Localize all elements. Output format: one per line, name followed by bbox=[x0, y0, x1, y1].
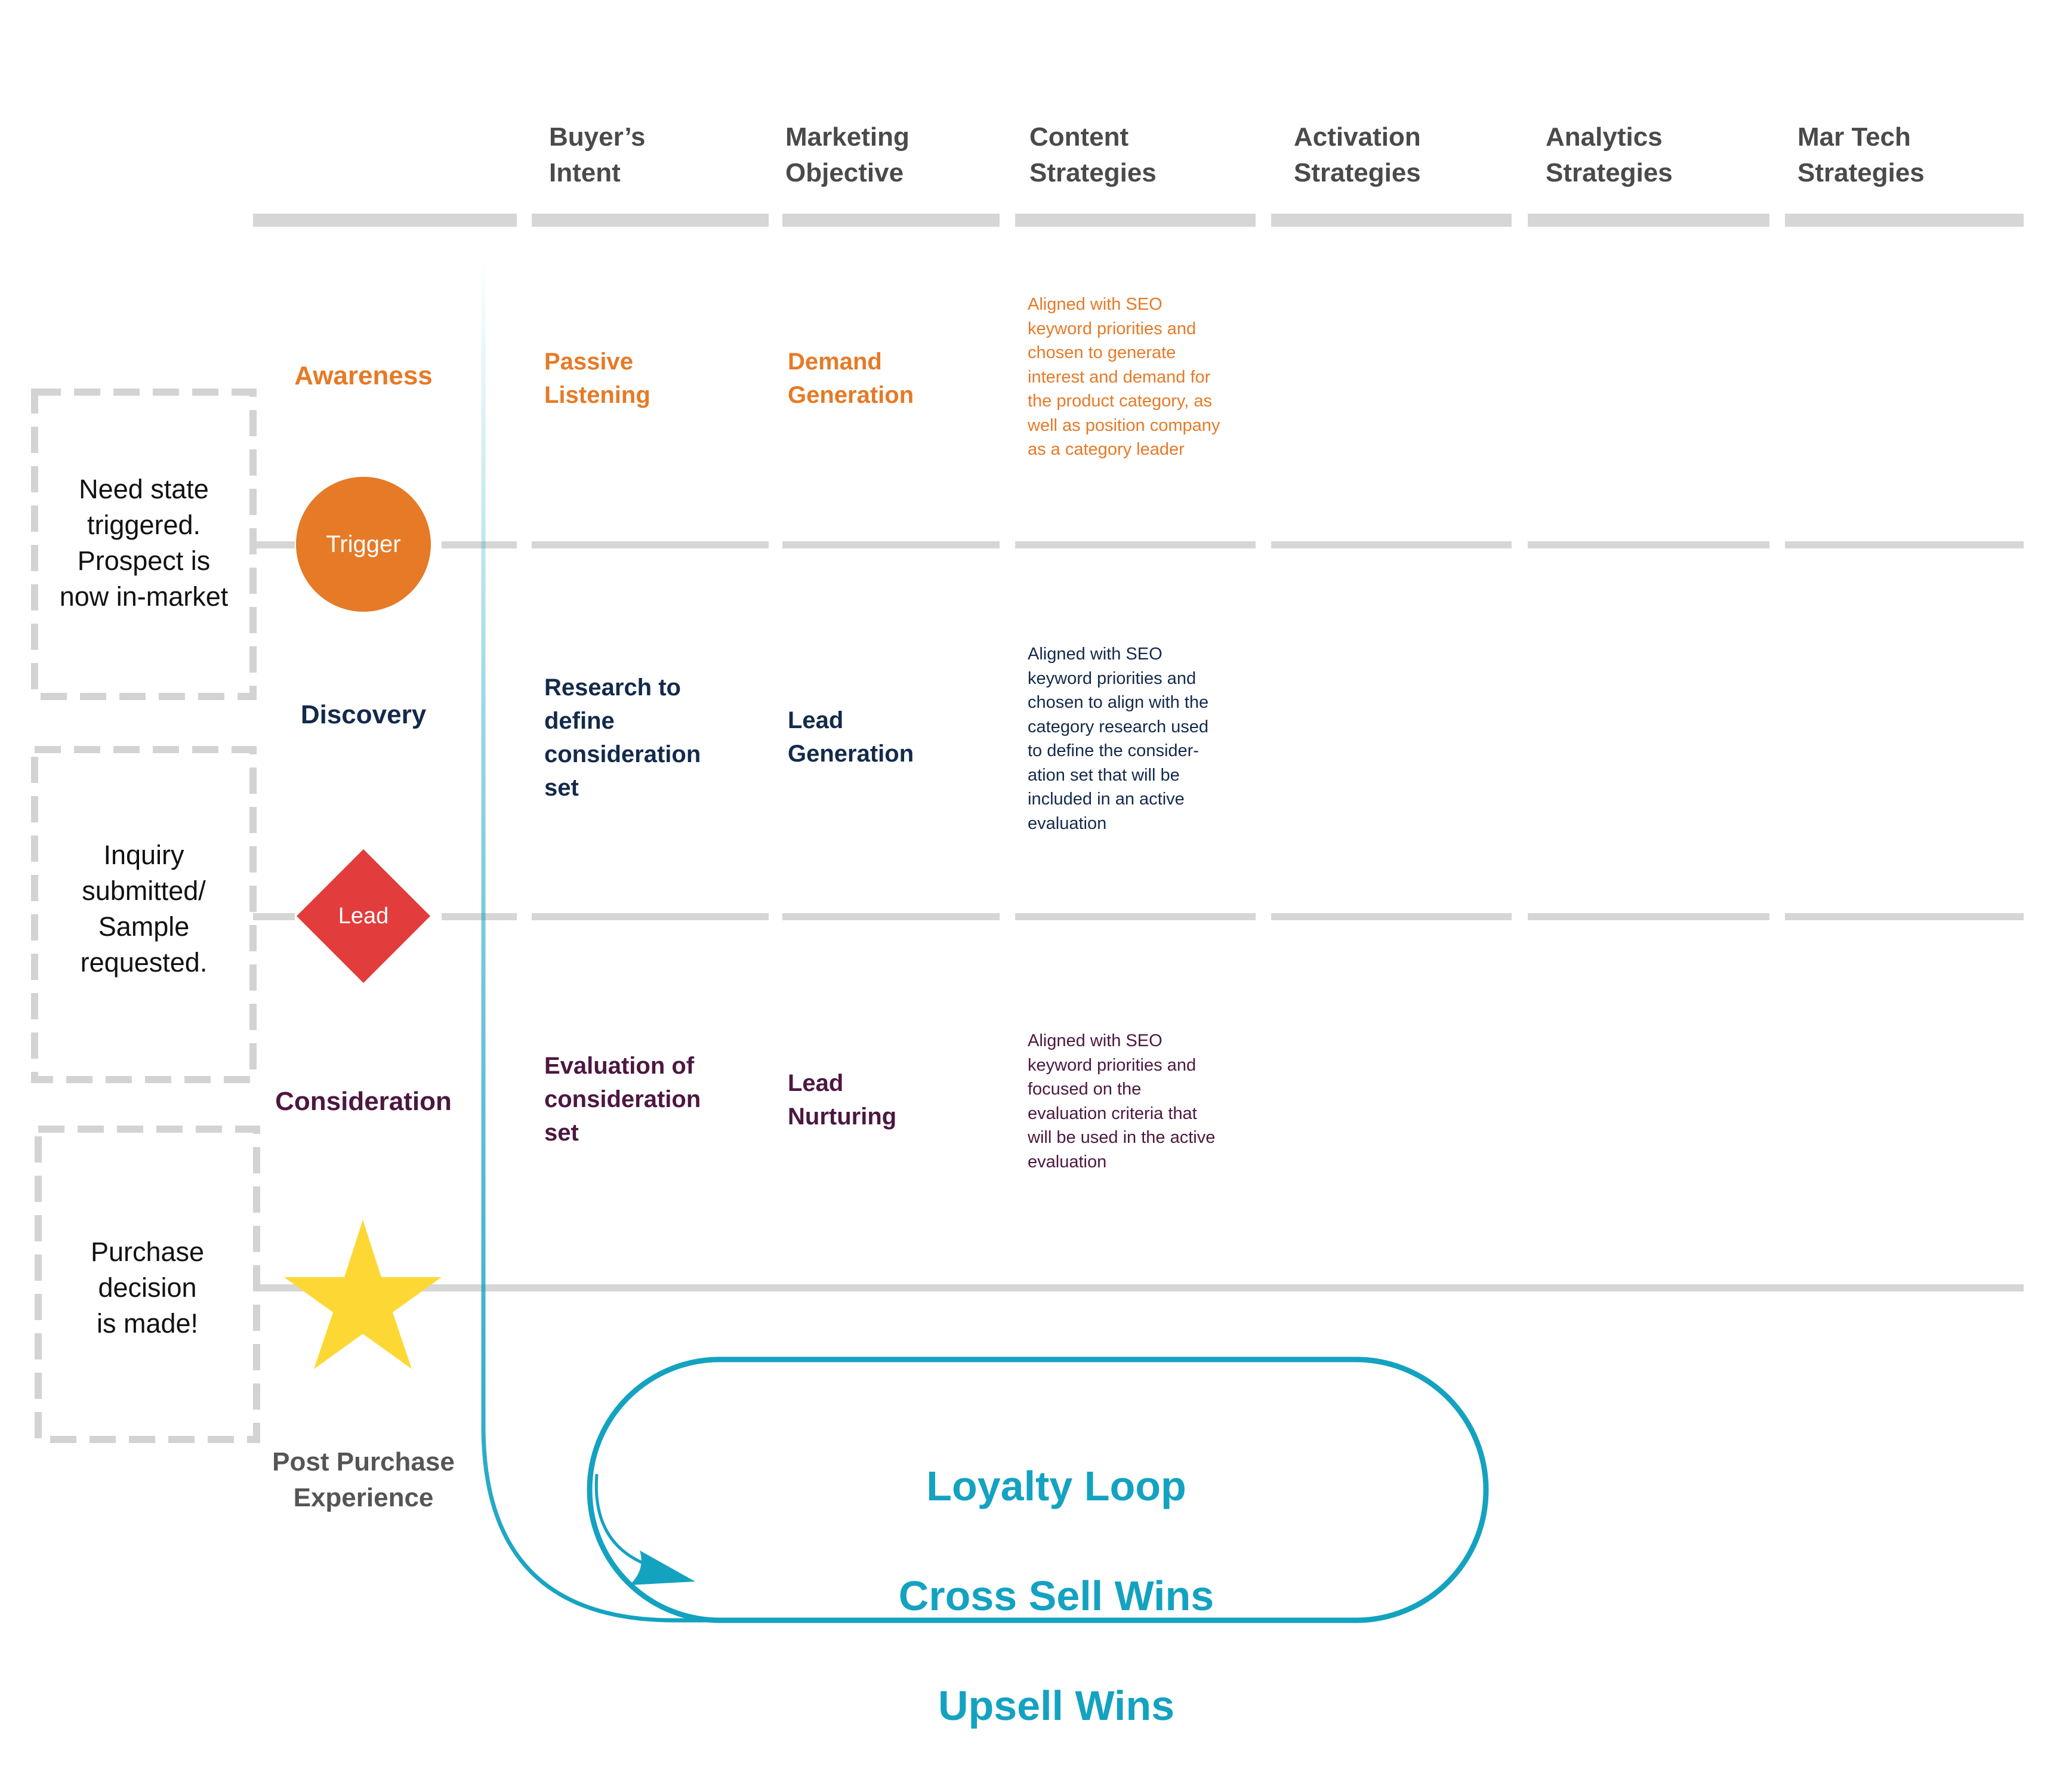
trigger-marker-label: Trigger bbox=[326, 531, 401, 557]
buyer-journey-diagram: Buyer’s Intent Marketing Objective Conte… bbox=[31, 122, 2024, 1729]
awareness-content-strategy: Aligned with SEO keyword priorities and … bbox=[1028, 295, 1220, 459]
lead-diamond-marker bbox=[297, 849, 430, 983]
trigger-circle-marker bbox=[296, 477, 431, 612]
column-header-content-strategies: Content Strategies bbox=[1029, 122, 1157, 187]
row-divider-lead bbox=[253, 913, 2024, 920]
note-box-trigger bbox=[31, 389, 257, 700]
note-box-lead bbox=[31, 746, 257, 1083]
awareness-buyers-intent: Passive Listening bbox=[544, 349, 650, 408]
column-header-marketing-objective: Marketing Objective bbox=[785, 122, 909, 187]
discovery-buyers-intent: Research to define consideration set bbox=[544, 674, 701, 801]
stage-label-awareness: Awareness bbox=[294, 361, 433, 390]
discovery-marketing-objective: Lead Generation bbox=[788, 707, 914, 767]
consideration-marketing-objective: Lead Nurturing bbox=[788, 1070, 897, 1130]
note-box-purchase bbox=[35, 1126, 260, 1443]
loyalty-loop-text: Loyalty Loop Cross Sell Wins Upsell Wins bbox=[776, 1404, 1337, 1788]
loop-line-upsell: Upsell Wins bbox=[938, 1682, 1175, 1729]
stage-label-consideration: Consideration bbox=[275, 1087, 452, 1116]
row-divider-trigger bbox=[253, 541, 2024, 548]
header-rule bbox=[253, 214, 2024, 227]
discovery-content-strategy: Aligned with SEO keyword priorities and … bbox=[1028, 645, 1209, 833]
star-icon bbox=[284, 1220, 442, 1369]
column-header-buyers-intent: Buyer’s Intent bbox=[549, 122, 646, 187]
loop-line-cross-sell: Cross Sell Wins bbox=[898, 1573, 1214, 1619]
loyalty-loop-frame bbox=[587, 1357, 1489, 1623]
note-need-state-triggered: Need state triggered. Prospect is now in… bbox=[59, 474, 229, 612]
stage-label-post-purchase: Post Purchase Experience bbox=[272, 1447, 455, 1512]
awareness-marketing-objective: Demand Generation bbox=[788, 349, 914, 408]
diagram-graphics bbox=[31, 214, 2024, 1623]
loop-arrow-head bbox=[630, 1550, 695, 1585]
row-divider-purchase bbox=[253, 1284, 2024, 1291]
lead-marker-label: Lead bbox=[338, 904, 389, 929]
stage-label-discovery: Discovery bbox=[300, 700, 427, 729]
journey-connector-line bbox=[481, 257, 1367, 1623]
consideration-content-strategy: Aligned with SEO keyword priorities and … bbox=[1028, 1031, 1216, 1172]
note-inquiry-submitted: Inquiry submitted/ Sample requested. bbox=[80, 840, 208, 978]
column-header-analytics-strategies: Analytics Strategies bbox=[1546, 122, 1673, 187]
column-header-martech-strategies: Mar Tech Strategies bbox=[1797, 122, 1925, 187]
consideration-buyers-intent: Evaluation of consideration set bbox=[544, 1053, 701, 1146]
loop-line-loyalty: Loyalty Loop bbox=[926, 1463, 1186, 1509]
note-purchase-decision: Purchase decision is made! bbox=[90, 1237, 205, 1339]
column-header-activation-strategies: Activation Strategies bbox=[1294, 122, 1421, 187]
